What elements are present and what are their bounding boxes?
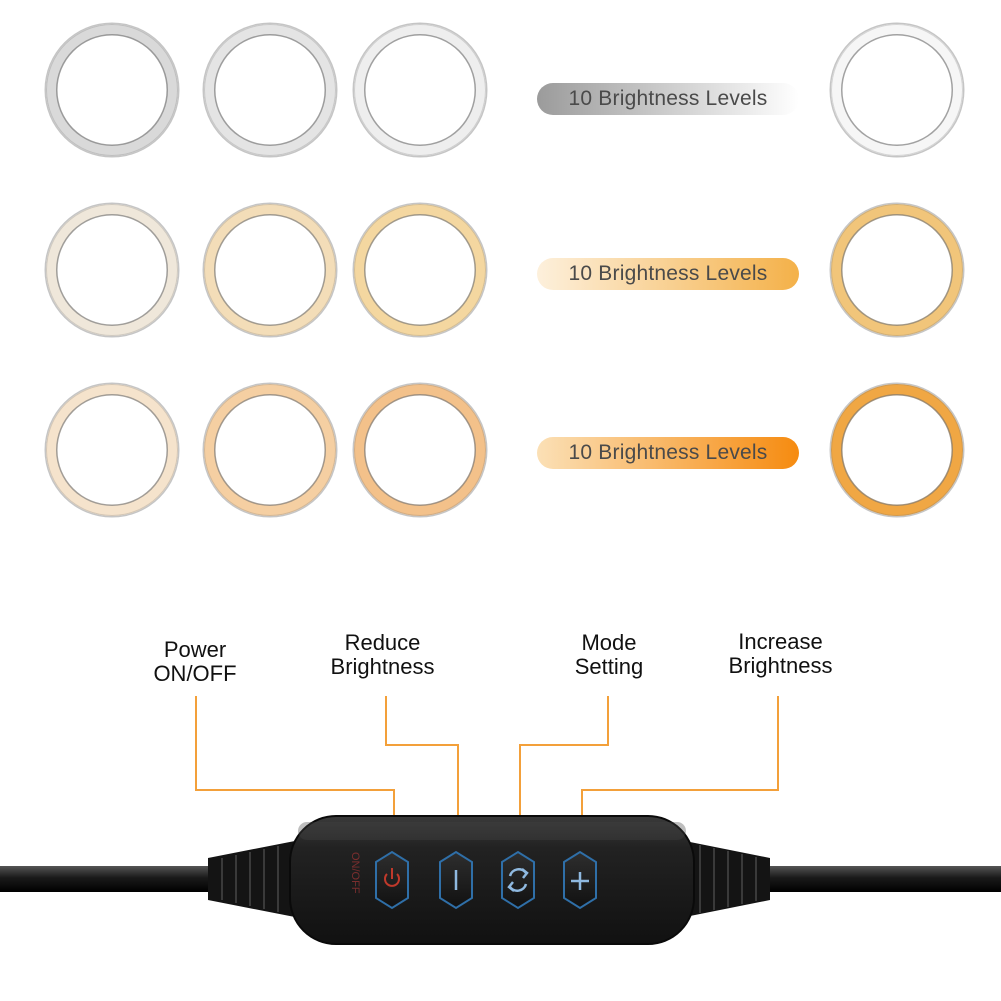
mode-setting-button[interactable]: [501, 850, 535, 910]
ring-light: [204, 384, 336, 516]
ring-light: [831, 384, 963, 516]
ring-light: [831, 24, 963, 156]
callout-line: ON/OFF: [153, 661, 237, 686]
controller-body: [289, 815, 695, 945]
cycle-icon: [507, 868, 529, 892]
ring-light: [354, 384, 486, 516]
ring-light: [831, 204, 963, 336]
power-icon: [384, 868, 400, 887]
power-callout: Power ON/OFF: [135, 638, 255, 686]
plus-icon: [571, 872, 589, 890]
cable-left: [0, 866, 220, 892]
ring-light: [46, 384, 178, 516]
reduce-callout: Reduce Brightness: [310, 631, 455, 679]
power-button[interactable]: [375, 850, 409, 910]
ring-light: [204, 24, 336, 156]
brightness-levels-badge: 10 Brightness Levels: [537, 437, 799, 469]
callout-line: Mode: [581, 630, 637, 655]
increase-callout: Increase Brightness: [708, 630, 853, 678]
ring-light: [46, 24, 178, 156]
increase-brightness-button[interactable]: [563, 850, 597, 910]
brightness-levels-badge: 10 Brightness Levels: [537, 258, 799, 290]
ring-light: [354, 204, 486, 336]
callout-line: Brightness: [728, 653, 833, 678]
callout-line: Brightness: [330, 654, 435, 679]
mode-leader-line: [519, 696, 609, 852]
side-print-label: ON/OFF: [349, 852, 361, 894]
cable-right: [760, 866, 1001, 892]
callout-line: Setting: [574, 654, 644, 679]
ring-light: [204, 204, 336, 336]
strain-relief-right: [680, 840, 770, 918]
callout-line: Reduce: [344, 630, 421, 655]
mode-callout: Mode Setting: [548, 631, 670, 679]
reduce-brightness-button[interactable]: [439, 850, 473, 910]
ring-light: [46, 204, 178, 336]
brightness-levels-badge: 10 Brightness Levels: [537, 83, 799, 115]
callout-line: Power: [163, 637, 227, 662]
strain-relief-left: [208, 840, 300, 918]
callout-line: Increase: [738, 629, 823, 654]
ring-light: [354, 24, 486, 156]
reduce-leader-line: [385, 696, 459, 852]
